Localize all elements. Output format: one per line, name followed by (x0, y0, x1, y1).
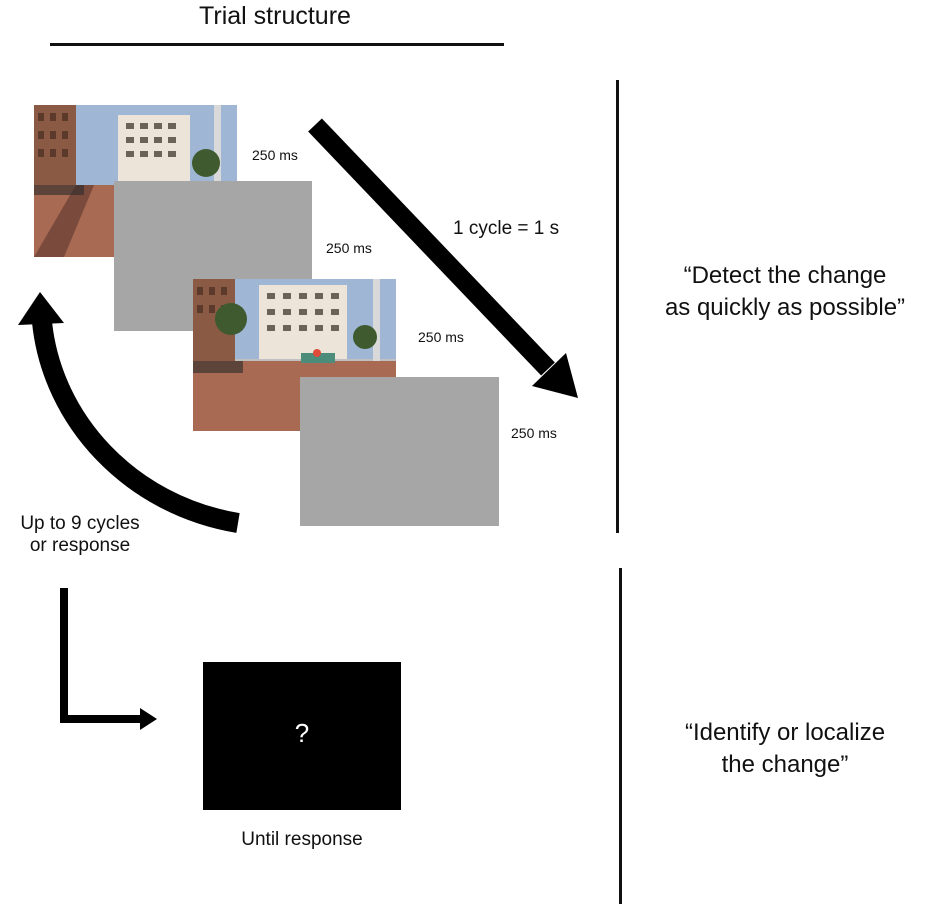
divider-lower (619, 568, 622, 904)
response-caption: Until response (241, 829, 363, 850)
detect-instruction-line-1: “Detect the change (683, 262, 887, 289)
identify-instruction-line-2: the change” (721, 751, 849, 778)
scene-image-2 (193, 279, 396, 431)
title-underline (50, 43, 504, 46)
question-mark: ? (294, 718, 310, 748)
divider-upper (616, 80, 619, 533)
identify-instruction-line-1: “Identify or localize (684, 719, 886, 746)
loop-limit-line-1: Up to 9 cycles (20, 513, 140, 534)
duration-blank-2: 250 ms (511, 425, 557, 441)
cycle-duration-label: 1 cycle = 1 s (453, 218, 560, 239)
blank-screen-2 (300, 377, 499, 526)
detect-instruction-line-2: as quickly as possible” (664, 294, 906, 321)
detect-instruction: “Detect the change as quickly as possibl… (640, 260, 930, 324)
diagram-title: Trial structure (199, 2, 351, 30)
loop-limit-line-2: or response (29, 535, 131, 556)
loop-back-arrow (18, 292, 240, 533)
response-screen: ? (203, 662, 401, 810)
loop-limit-label: Up to 9 cycles or response (4, 513, 156, 557)
identify-instruction: “Identify or localize the change” (640, 717, 930, 781)
cycle-arrow (308, 118, 578, 398)
duration-blank-1: 250 ms (326, 240, 372, 256)
to-response-arrow (60, 588, 157, 730)
duration-scene-2: 250 ms (418, 329, 464, 345)
duration-scene-1: 250 ms (252, 147, 298, 163)
